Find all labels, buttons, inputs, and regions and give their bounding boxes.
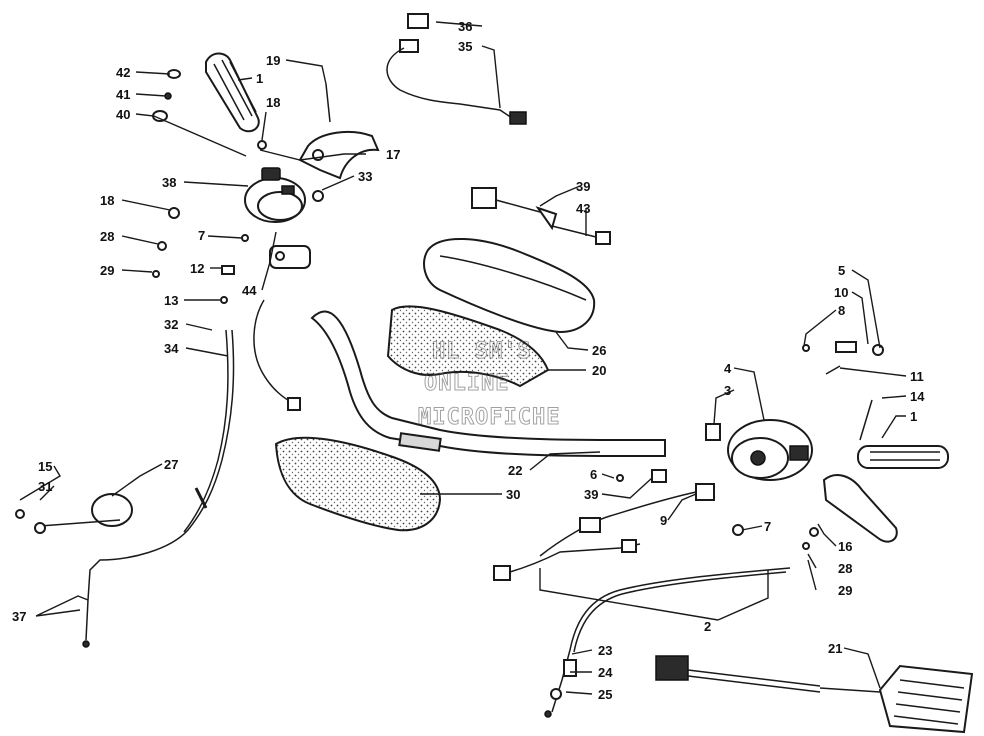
- callout-37: 37: [12, 609, 26, 624]
- callout-2: 2: [704, 619, 711, 634]
- callout-numbers: 36 35 19 1 42 41 40 18 17 38 33 18 7 28 …: [12, 19, 925, 702]
- callout-24: 24: [598, 665, 613, 680]
- callout-20: 20: [592, 363, 606, 378]
- callout-16: 16: [838, 539, 852, 554]
- handlebar-cover-30: [274, 436, 442, 532]
- callout-44: 44: [242, 283, 257, 298]
- callout-39-bottom: 39: [584, 487, 598, 502]
- callout-13: 13: [164, 293, 178, 308]
- callout-3: 3: [724, 383, 731, 398]
- callout-17: 17: [386, 147, 400, 162]
- callout-1-right: 1: [910, 409, 917, 424]
- callout-14: 14: [910, 389, 925, 404]
- callout-42: 42: [116, 65, 130, 80]
- handlebar-pad-26: [423, 237, 596, 334]
- callout-18-top: 18: [266, 95, 280, 110]
- watermark: HL SM'S ONLINE MICROFICHE: [418, 339, 560, 431]
- handlebar: [310, 310, 666, 457]
- callout-28-left: 28: [100, 229, 114, 244]
- callout-1-left: 1: [256, 71, 263, 86]
- callout-11: 11: [910, 369, 924, 384]
- callout-22: 22: [508, 463, 522, 478]
- brake-lever: [822, 474, 898, 543]
- callout-15: 15: [38, 459, 52, 474]
- right-grip: [857, 445, 949, 469]
- callout-7-right: 7: [764, 519, 771, 534]
- callout-10: 10: [834, 285, 848, 300]
- callout-34: 34: [164, 341, 179, 356]
- switch-harness-35: [386, 13, 527, 125]
- callout-27: 27: [164, 457, 178, 472]
- callout-31: 31: [38, 479, 52, 494]
- callout-35: 35: [458, 39, 472, 54]
- bracket-44: [269, 245, 311, 269]
- callout-30: 30: [506, 487, 520, 502]
- callout-7-left: 7: [198, 228, 205, 243]
- callout-38: 38: [162, 175, 176, 190]
- grip-heater-21: [655, 655, 974, 734]
- callout-29-left: 29: [100, 263, 114, 278]
- callout-23: 23: [598, 643, 612, 658]
- callout-12: 12: [190, 261, 204, 276]
- callout-18-side: 18: [100, 193, 114, 208]
- callout-41: 41: [116, 87, 130, 102]
- callout-28-right: 28: [838, 561, 852, 576]
- callout-9: 9: [660, 513, 667, 528]
- callout-26: 26: [592, 343, 606, 358]
- callout-21: 21: [828, 641, 842, 656]
- left-grip: [205, 52, 260, 133]
- callout-32: 32: [164, 317, 178, 332]
- right-harness: [471, 187, 715, 581]
- callout-39-top: 39: [576, 179, 590, 194]
- left-switch-housing: [244, 167, 306, 223]
- callout-5: 5: [838, 263, 845, 278]
- right-hardware: [616, 341, 884, 550]
- watermark-line-2: ONLINE: [424, 371, 509, 396]
- callout-40: 40: [116, 107, 130, 122]
- callout-36: 36: [458, 19, 472, 34]
- leader-lines: [19, 21, 907, 695]
- callout-4: 4: [724, 361, 732, 376]
- callout-19: 19: [266, 53, 280, 68]
- callout-6: 6: [590, 467, 597, 482]
- callout-33: 33: [358, 169, 372, 184]
- callout-25: 25: [598, 687, 612, 702]
- left-cables: [15, 299, 301, 648]
- throttle-cable: [544, 567, 791, 718]
- watermark-line-1: HL SM'S: [432, 339, 532, 364]
- right-throttle-housing: [705, 419, 813, 481]
- watermark-line-3: MICROFICHE: [418, 405, 560, 430]
- callout-29-right: 29: [838, 583, 852, 598]
- callout-8: 8: [838, 303, 845, 318]
- callout-43: 43: [576, 201, 590, 216]
